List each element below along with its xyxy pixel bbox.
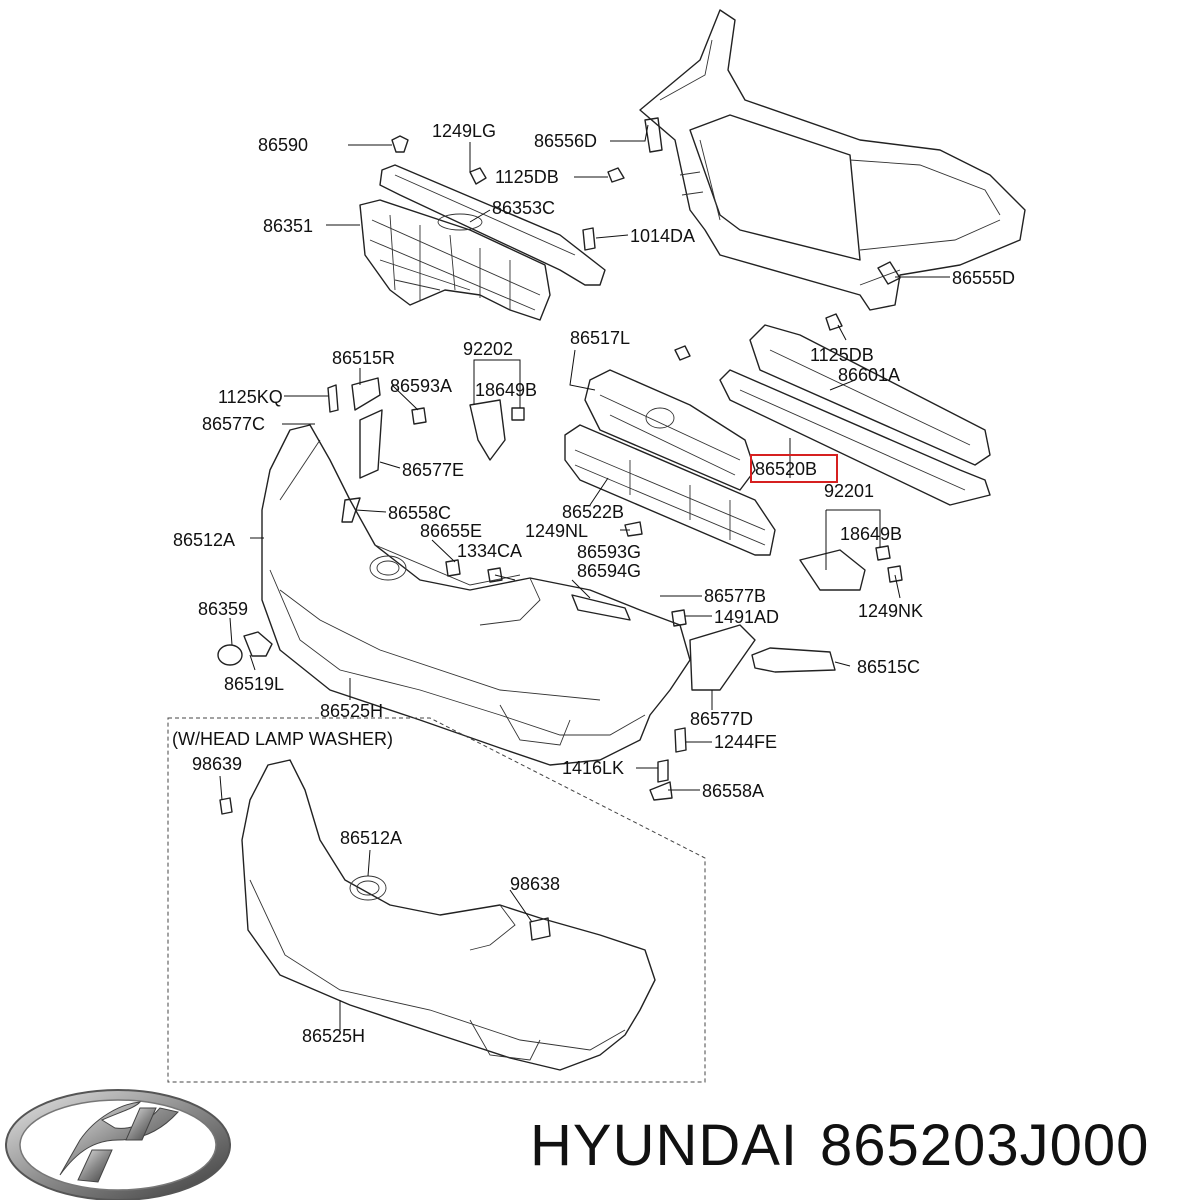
brand-name: HYUNDAI xyxy=(530,1113,799,1178)
label-1491AD: 1491AD xyxy=(714,607,779,627)
upper-grille xyxy=(359,199,551,321)
label-86512A-inset: 86512A xyxy=(340,828,402,848)
label-86515R: 86515R xyxy=(332,348,395,368)
label-86558A: 86558A xyxy=(702,781,764,801)
label-92201: 92201 xyxy=(824,481,874,501)
footer-part-info: HYUNDAI 865203J000 xyxy=(530,1112,1171,1179)
grille-bracket xyxy=(379,164,606,286)
label-18649B-right: 18649B xyxy=(840,524,902,544)
bumper-beam xyxy=(719,324,991,506)
label-86353C: 86353C xyxy=(492,198,555,218)
label-86590: 86590 xyxy=(258,135,308,155)
label-head-lamp-washer: (W/HEAD LAMP WASHER) xyxy=(172,729,393,749)
part-number: 865203J000 xyxy=(820,1113,1150,1178)
label-86525H-inset: 86525H xyxy=(302,1026,365,1046)
label-86655E: 86655E xyxy=(420,521,482,541)
label-1244FE: 1244FE xyxy=(714,732,777,752)
label-18649B-left: 18649B xyxy=(475,380,537,400)
label-98639: 98639 xyxy=(192,754,242,774)
hardware-parts xyxy=(217,117,903,815)
label-86512A-main: 86512A xyxy=(173,530,235,550)
label-86351: 86351 xyxy=(263,216,313,236)
label-86556D: 86556D xyxy=(534,131,597,151)
bumper-grille-insert xyxy=(584,369,756,491)
label-86522B: 86522B xyxy=(562,502,624,522)
label-1334CA: 1334CA xyxy=(457,541,522,561)
label-86515C: 86515C xyxy=(857,657,920,677)
label-86555D: 86555D xyxy=(952,268,1015,288)
hyundai-logo-icon xyxy=(5,1089,231,1200)
label-86594G: 86594G xyxy=(577,561,641,581)
label-1125DB-lower: 1125DB xyxy=(810,345,874,365)
label-86577C: 86577C xyxy=(202,414,265,434)
label-86558C: 86558C xyxy=(388,503,451,523)
label-98638: 98638 xyxy=(510,874,560,894)
label-86593G: 86593G xyxy=(577,542,641,562)
radiator-support-panel xyxy=(639,9,1026,311)
label-1416LK: 1416LK xyxy=(562,758,624,778)
label-1249NL: 1249NL xyxy=(525,521,588,541)
leader-lines xyxy=(219,124,950,1030)
highlight-box-86520B xyxy=(750,454,838,483)
label-1125KQ: 1125KQ xyxy=(218,387,283,407)
label-86520B: 86520B xyxy=(755,459,817,479)
label-86359: 86359 xyxy=(198,599,248,619)
label-86593A: 86593A xyxy=(390,376,452,396)
label-86577B: 86577B xyxy=(704,586,766,606)
label-86577D: 86577D xyxy=(690,709,753,729)
label-86601A: 86601A xyxy=(838,365,900,385)
label-86525H-main: 86525H xyxy=(320,701,383,721)
label-86517L: 86517L xyxy=(570,328,630,348)
label-1249LG: 1249LG xyxy=(432,121,496,141)
head-lamp-washer-inset xyxy=(167,717,706,1083)
part-labels: 86590 1249LG 86556D 1125DB 86351 86353C … xyxy=(172,121,1015,1046)
label-1249NK: 1249NK xyxy=(858,601,923,621)
label-86577E: 86577E xyxy=(402,460,464,480)
label-86519L: 86519L xyxy=(224,674,284,694)
label-92202: 92202 xyxy=(463,339,513,359)
label-1014DA: 1014DA xyxy=(630,226,695,246)
label-1125DB-upper: 1125DB xyxy=(495,167,559,187)
lower-grille xyxy=(564,424,776,556)
